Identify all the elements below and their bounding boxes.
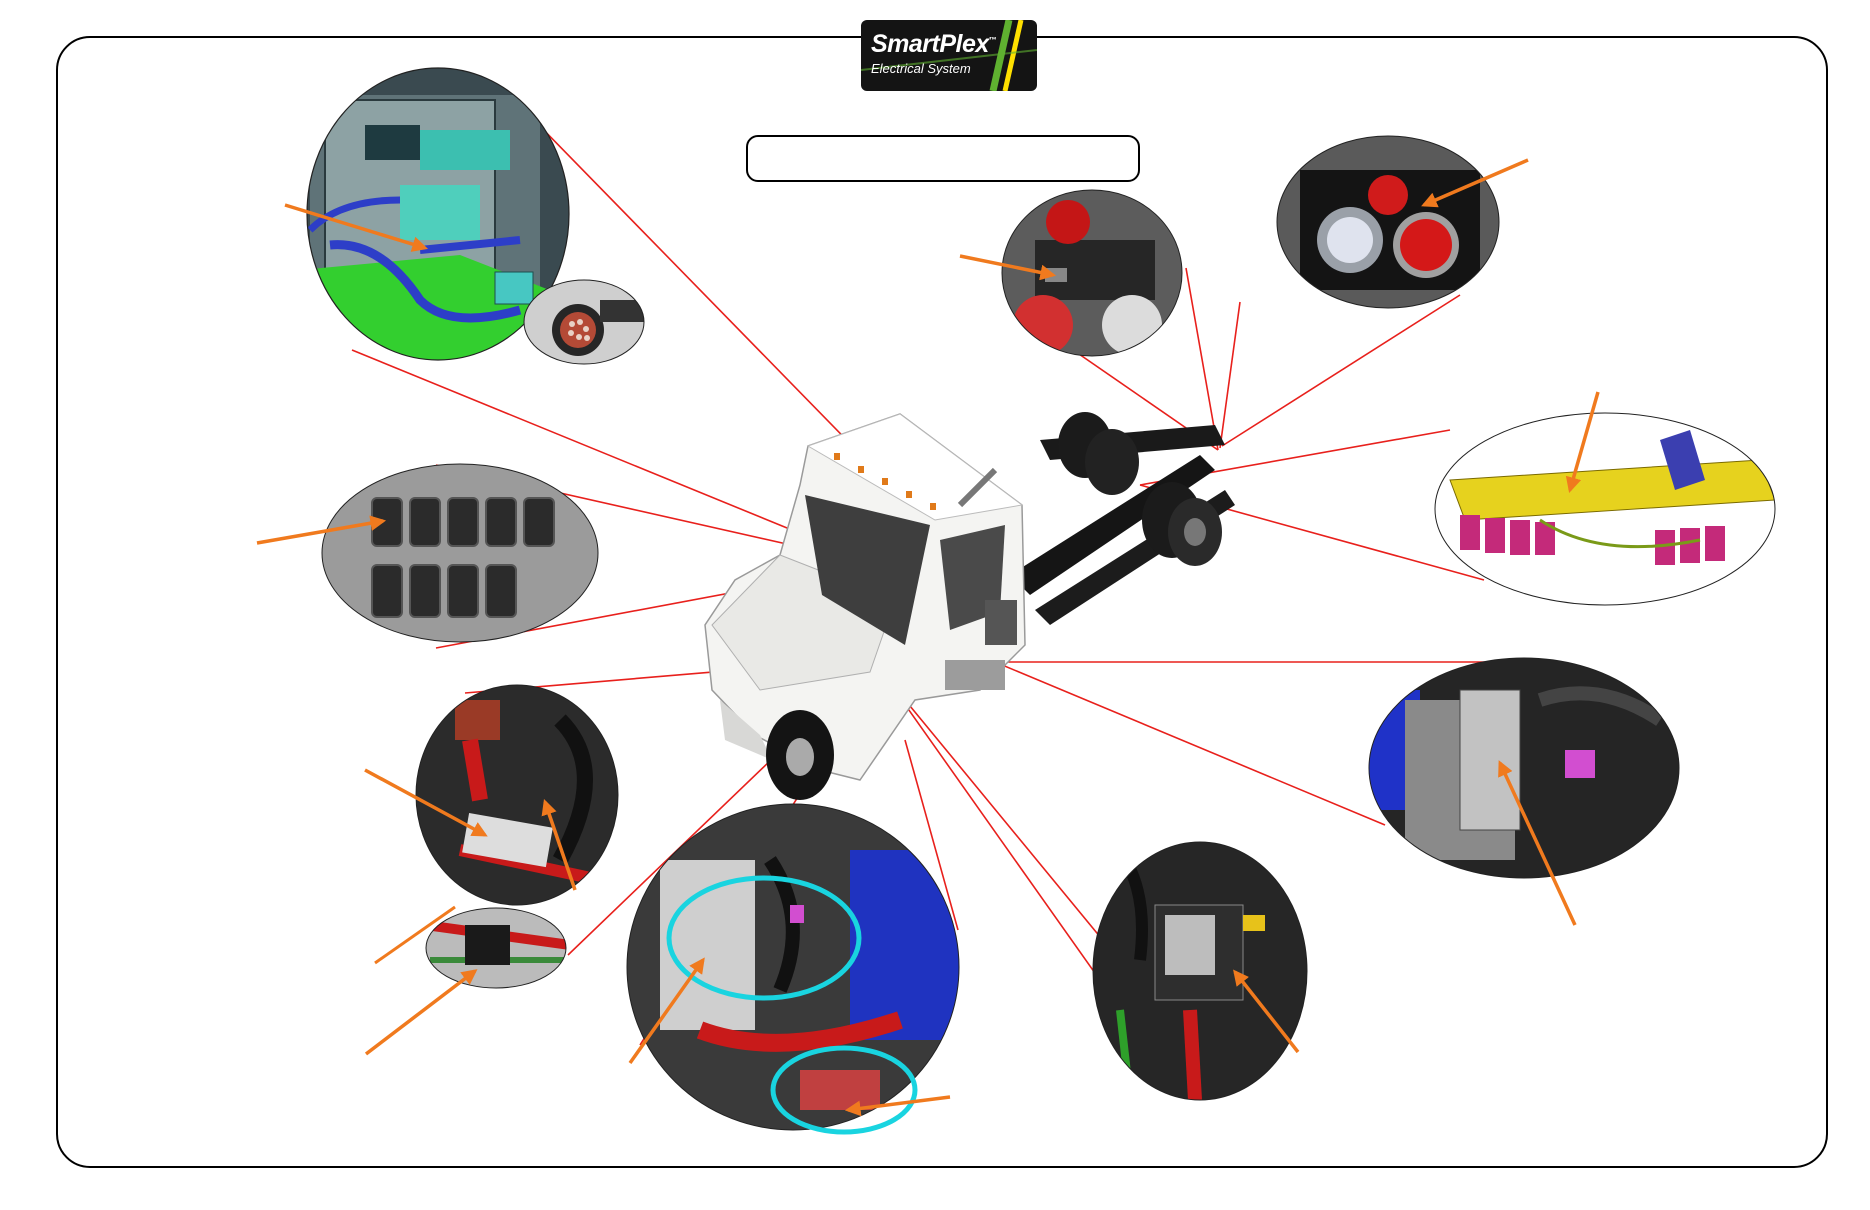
callout-trailer-lights [1276,135,1529,309]
leader-line-engine-right [904,739,959,931]
front-hub [786,738,814,776]
arrow-switches [256,515,387,545]
arrow-harness-3 [374,905,456,965]
logo-stripe-icon [861,20,1037,91]
arrow-harness-1 [364,768,488,837]
callout-inline-connector [364,907,567,1056]
arrow-cab-panel [284,203,429,252]
smartplex-logo: SmartPlex™ Electrical System [861,20,1037,91]
leader-line-module-bottom [994,661,1386,826]
highlight-ring-2 [770,1045,918,1135]
windshield [805,495,930,645]
step-box [945,660,1005,690]
leader-line-trailer-lights-1 [1219,301,1241,449]
roof-markers [834,453,936,510]
arrow-trailer-lights [1421,158,1529,208]
arrow-engine-1 [628,957,705,1065]
callout-rocker-switches [256,463,599,643]
callout-rear-light-panel [959,189,1183,357]
arrow-inline [364,969,478,1056]
rear-wheel-2 [1085,429,1139,495]
callout-chassis-module [1368,657,1680,926]
arrow-module [1498,760,1577,926]
title-box [746,135,1140,182]
arrow-relay [1233,969,1300,1054]
rear-hub [1184,518,1206,546]
callout-power-distribution-bar [1434,391,1776,606]
callout-harness-connector [364,684,619,965]
arrow-busbar [1565,391,1600,494]
logo-brand: SmartPlex™ [871,30,997,58]
leader-line-rear-lights-2 [1185,267,1219,451]
callout-relay-box [1092,841,1308,1101]
leader-line-cab-panel-bottom [351,349,859,558]
arrow-harness-2 [541,799,577,891]
logo-subtitle: Electrical System [871,61,971,76]
callout-engine-compartment [626,803,960,1135]
leader-line-relay-top [881,671,1116,956]
mirror [985,600,1017,645]
exhaust-stack [957,467,998,508]
truck-illustration [704,412,1235,800]
leader-line-trailer-lights-2 [1221,294,1461,447]
bumper [720,700,772,760]
arrow-engine-2 [844,1095,951,1117]
callout-round-connector [523,279,645,365]
highlight-ring-1 [666,875,862,1001]
arrow-rear-panel [959,254,1057,281]
